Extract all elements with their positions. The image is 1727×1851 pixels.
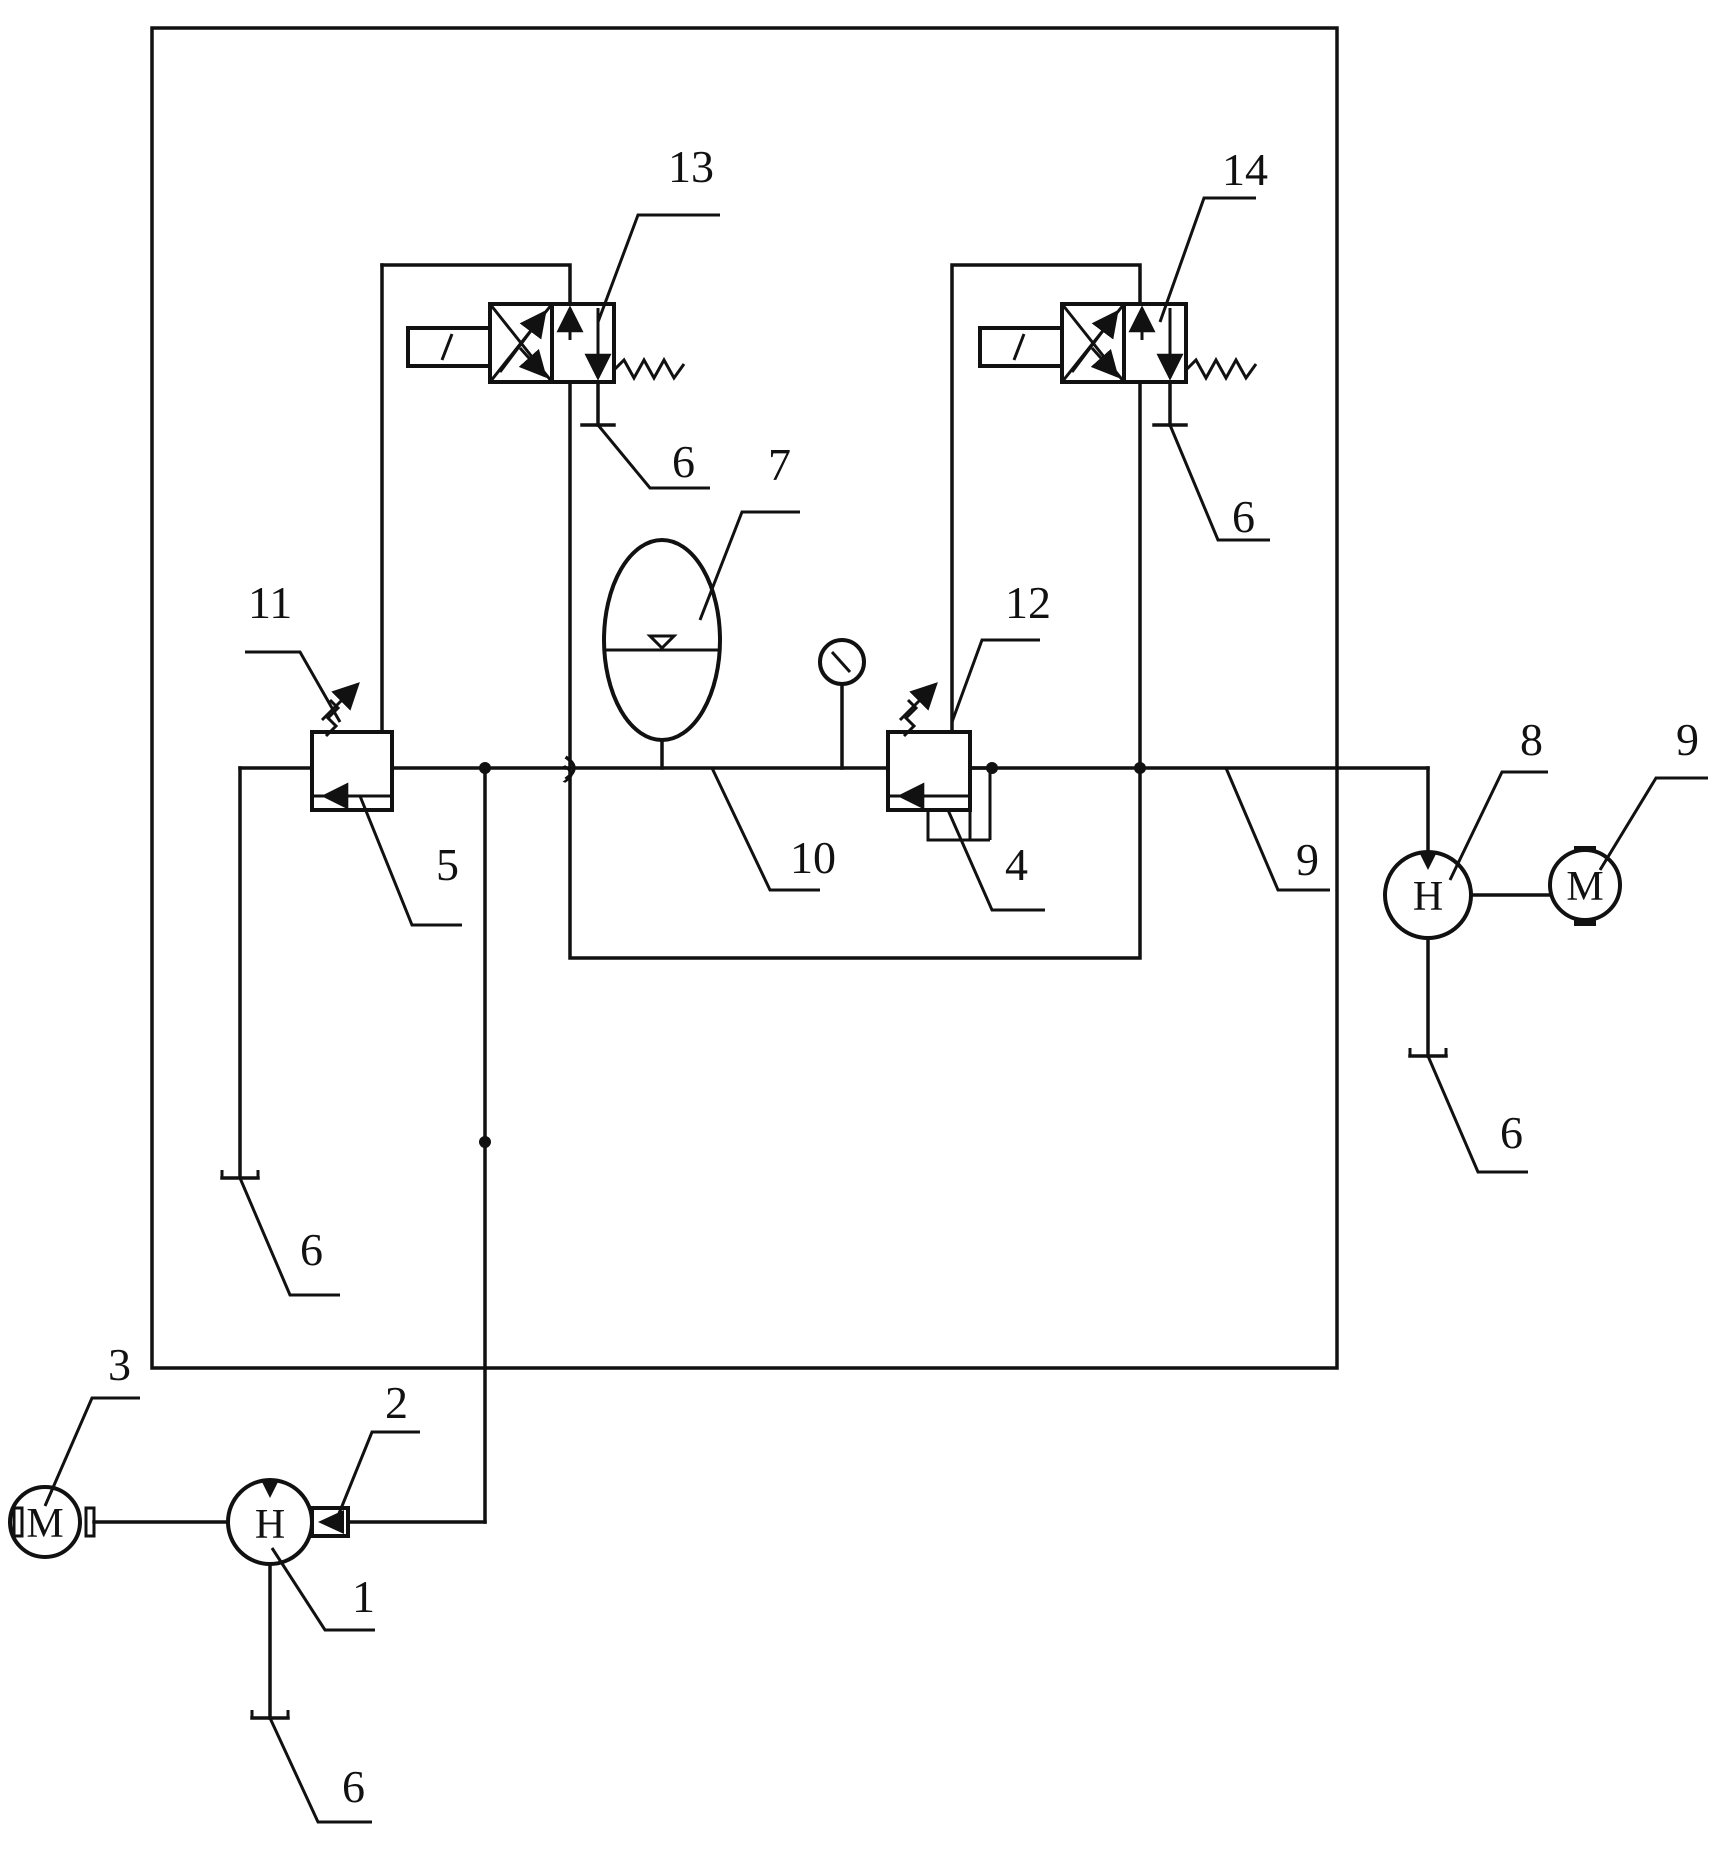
label-9-motor: 9 bbox=[1676, 714, 1699, 765]
label-6-left: 6 bbox=[300, 1224, 323, 1275]
label-10: 10 bbox=[790, 832, 836, 883]
accumulator-7 bbox=[604, 540, 720, 768]
label-6-bottom: 6 bbox=[342, 1761, 365, 1812]
label-13: 13 bbox=[668, 141, 714, 192]
label-8: 8 bbox=[1520, 714, 1543, 765]
solenoid-valve-14 bbox=[980, 304, 1256, 425]
pump-1-symbol: H bbox=[255, 1502, 285, 1548]
label-7: 7 bbox=[768, 439, 791, 490]
motor-3-symbol: M bbox=[26, 1501, 63, 1547]
left-return-line bbox=[222, 768, 258, 1178]
valve-12 bbox=[888, 684, 998, 840]
main-line bbox=[240, 758, 1428, 782]
valve-11 bbox=[312, 265, 392, 810]
label-6-valve14: 6 bbox=[1232, 491, 1255, 542]
label-9-line: 9 bbox=[1296, 834, 1319, 885]
outer-frame bbox=[152, 28, 1337, 1368]
label-5: 5 bbox=[436, 839, 459, 890]
leader-lines bbox=[45, 198, 1708, 1822]
label-14: 14 bbox=[1222, 144, 1268, 195]
supply-line bbox=[350, 762, 491, 1522]
label-2: 2 bbox=[385, 1377, 408, 1428]
pressure-gauge bbox=[820, 640, 864, 768]
label-12: 12 bbox=[1005, 577, 1051, 628]
label-3: 3 bbox=[108, 1339, 131, 1390]
label-11: 11 bbox=[248, 577, 292, 628]
label-4: 4 bbox=[1005, 839, 1028, 890]
label-6-right: 6 bbox=[1500, 1107, 1523, 1158]
pump-8-symbol: H bbox=[1413, 874, 1443, 920]
solenoid-valve-13 bbox=[408, 304, 684, 425]
motor-9-symbol: M bbox=[1566, 864, 1603, 910]
label-6-valve13: 6 bbox=[672, 436, 695, 487]
label-1: 1 bbox=[352, 1571, 375, 1622]
